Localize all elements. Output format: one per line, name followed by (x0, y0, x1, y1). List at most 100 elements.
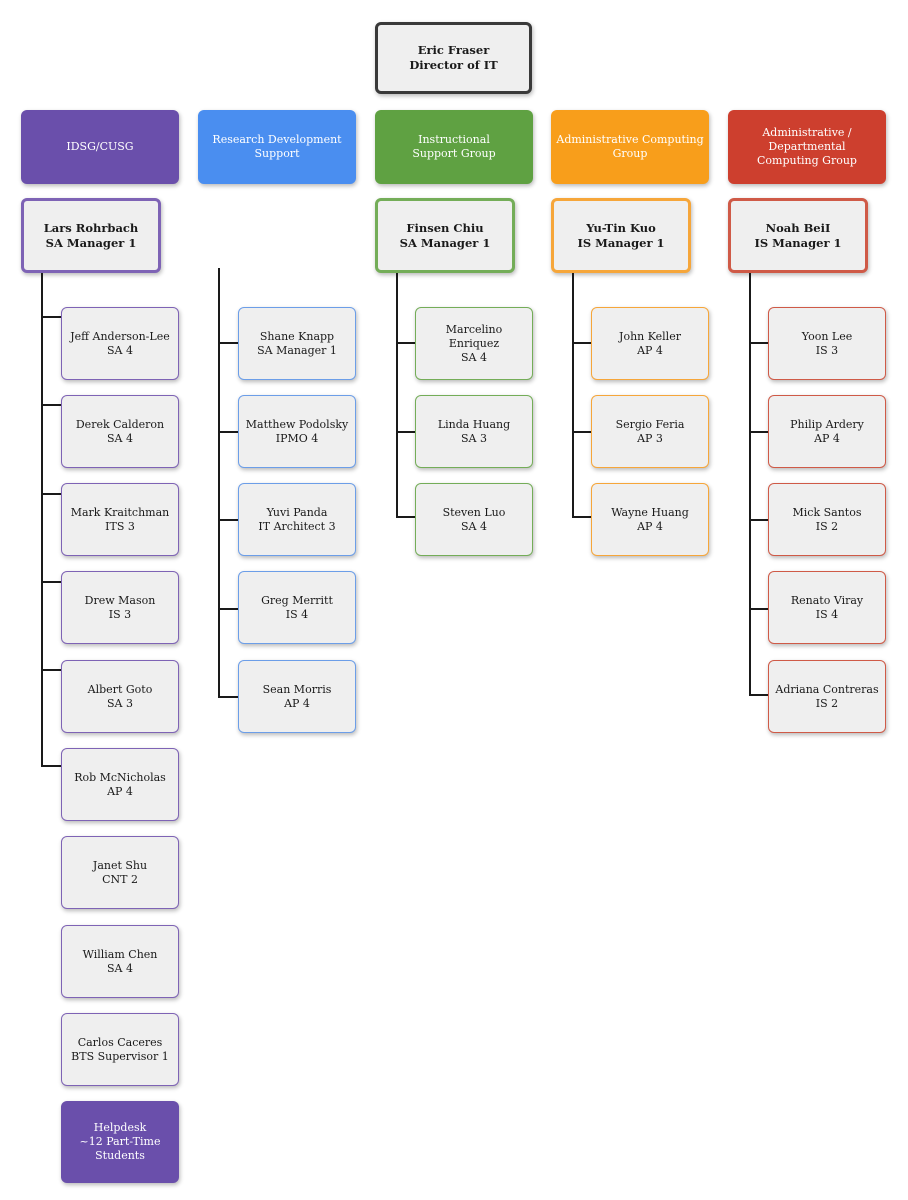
staff-name: Adriana Contreras (775, 682, 879, 696)
staff-title: AP 3 (637, 431, 663, 445)
group-header-research-development-support: Research Development Support (198, 110, 356, 184)
staff-name: Linda Huang (437, 417, 511, 431)
connector-line (572, 431, 592, 433)
staff-name: Rob McNicholas (74, 770, 166, 784)
staff-name: William Chen (82, 947, 158, 961)
connector-line (749, 431, 769, 433)
staff-title: IPMO 4 (275, 431, 319, 445)
connector-line (218, 608, 238, 610)
connector-line (749, 694, 769, 696)
staff-name: Carlos Caceres (77, 1035, 163, 1049)
staff-title: AP 4 (107, 784, 133, 798)
connector-line (41, 765, 61, 767)
staff-name: Philip Ardery (790, 417, 864, 431)
connector-line (41, 404, 61, 406)
connector-line (218, 431, 238, 433)
manager-title: SA Manager 1 (45, 235, 137, 250)
staff-title: SA 4 (461, 350, 487, 364)
staff-title: SA 3 (107, 696, 133, 710)
manager-title: IS Manager 1 (754, 235, 842, 250)
staff-title: SA 4 (107, 343, 133, 357)
director-box: Eric Fraser Director of IT (375, 22, 532, 94)
staff-name: Yuvi Panda (266, 505, 328, 519)
staff-name: Mark Kraitchman (70, 505, 170, 519)
staff-title: SA 4 (461, 519, 487, 533)
staff-title: IS 2 (815, 696, 839, 710)
connector-line (218, 696, 238, 698)
staff-name: John Keller (619, 329, 681, 343)
helpdesk-box: Helpdesk ~12 Part-Time Students (61, 1101, 179, 1183)
connector-line (396, 431, 416, 433)
connector-line (41, 493, 61, 495)
staff-name: Greg Merritt (261, 593, 333, 607)
director-title: Director of IT (409, 58, 498, 72)
staff-name: Albert Goto (87, 682, 153, 696)
staff-title: IS 3 (815, 343, 839, 357)
manager-title: SA Manager 1 (399, 235, 491, 250)
connector-line (749, 519, 769, 521)
manager-name: Lars Rohrbach (43, 220, 139, 235)
staff-name: Steven Luo (442, 505, 506, 519)
connector-line (396, 516, 416, 518)
staff-name: Sean Morris (262, 682, 332, 696)
staff-name: Renato Viray (790, 593, 864, 607)
staff-title: AP 4 (637, 343, 663, 357)
staff-name: Jeff Anderson-Lee (70, 329, 170, 343)
connector-line (218, 342, 238, 344)
staff-name: Shane Knapp (259, 329, 335, 343)
group-header-idsg-cusg: IDSG/CUSG (21, 110, 179, 184)
staff-title: IT Architect 3 (258, 519, 336, 533)
staff-title: IS 3 (108, 607, 132, 621)
manager-box: Yu-Tin Kuo IS Manager 1 (551, 198, 691, 273)
connector-line (749, 608, 769, 610)
connector-line (396, 342, 416, 344)
manager-name: Yu-Tin Kuo (586, 220, 656, 235)
staff-title: CNT 2 (102, 872, 138, 886)
director-name: Eric Fraser (417, 43, 490, 57)
connector-line (396, 273, 398, 517)
manager-title: IS Manager 1 (577, 235, 665, 250)
staff-title: SA 3 (461, 431, 487, 445)
staff-title: SA 4 (107, 431, 133, 445)
staff-name: Marcelino Enriquez (445, 322, 503, 350)
manager-name: Noah BeiI (765, 220, 831, 235)
group-header-administrative-computing-group: Administrative Computing Group (551, 110, 709, 184)
staff-title: AP 4 (637, 519, 663, 533)
staff-title: AP 4 (814, 431, 840, 445)
staff-title: ITS 3 (105, 519, 135, 533)
staff-title: IS 2 (815, 519, 839, 533)
staff-title: SA 4 (107, 961, 133, 975)
staff-name: Janet Shu (92, 858, 148, 872)
connector-line (572, 273, 574, 517)
connector-line (41, 316, 61, 318)
manager-box: Lars Rohrbach SA Manager 1 (21, 198, 161, 273)
connector-line (41, 669, 61, 671)
manager-box: Noah BeiI IS Manager 1 (728, 198, 868, 273)
staff-name: Matthew Podolsky (245, 417, 349, 431)
group-header-administrative-departmental-computing-group: Administrative / Departmental Computing … (728, 110, 886, 184)
staff-title: AP 4 (284, 696, 310, 710)
staff-title: BTS Supervisor 1 (71, 1049, 169, 1063)
connector-line (749, 342, 769, 344)
staff-name: Derek Calderon (75, 417, 165, 431)
